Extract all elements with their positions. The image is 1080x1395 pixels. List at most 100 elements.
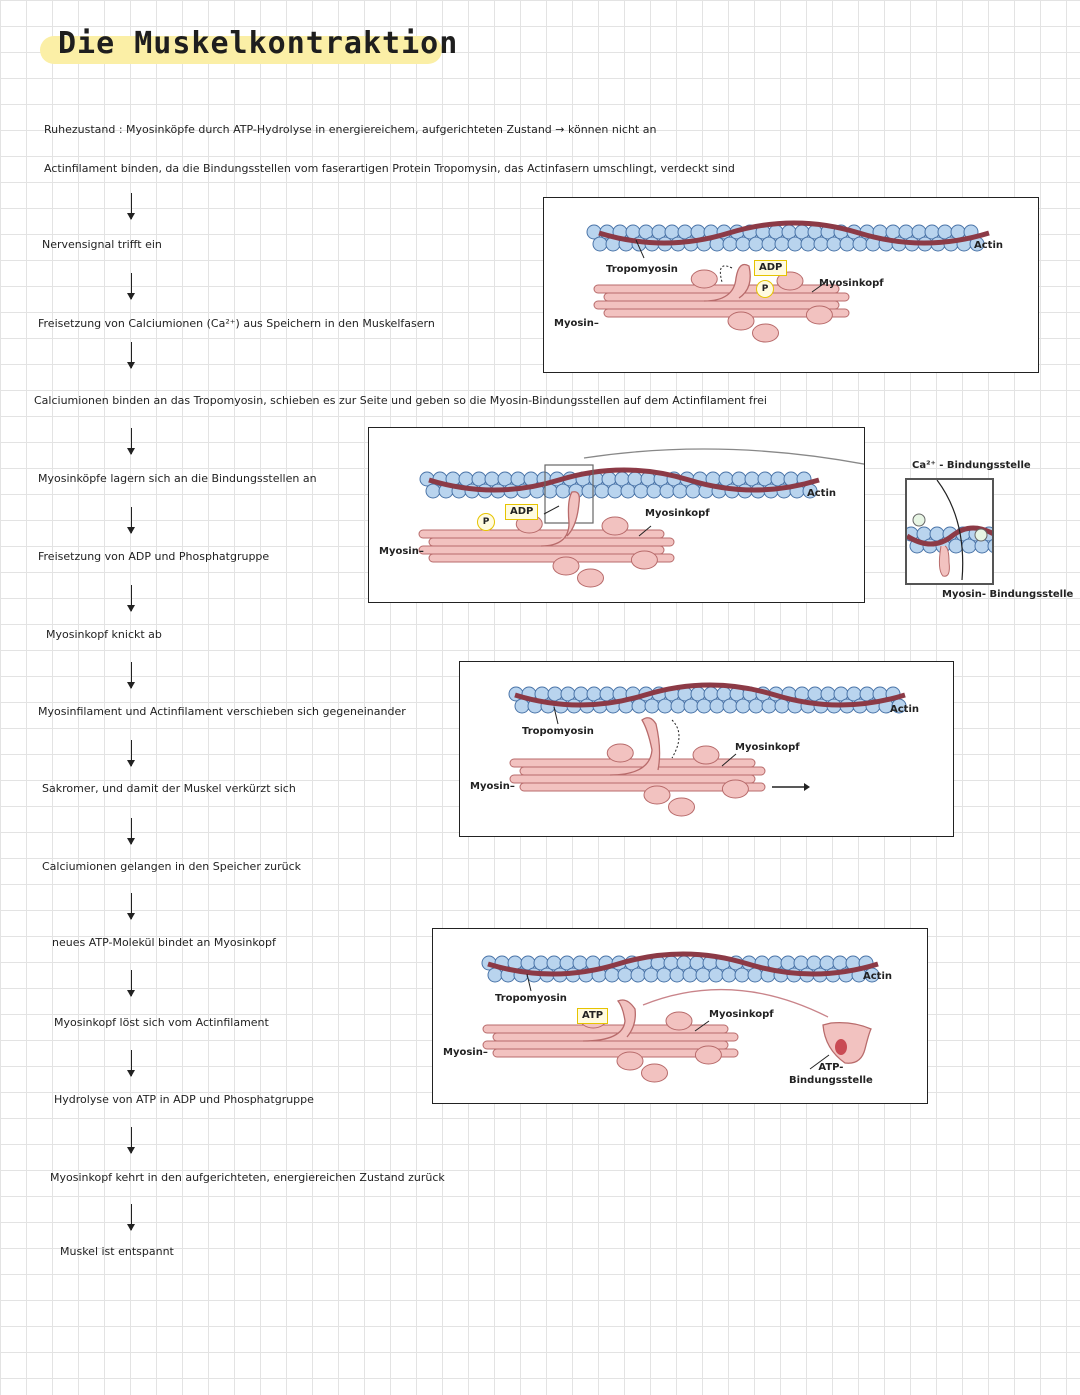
label-myosinkopf: Myosinkopf xyxy=(735,742,800,753)
step-aufgerichtet: Myosinkopf kehrt in den aufgerichteten, … xyxy=(50,1171,445,1184)
pointer-line xyxy=(638,525,652,537)
myosin-head-small xyxy=(692,745,720,765)
myosin-strand xyxy=(519,782,766,792)
panel-atp-release: Actin Tropomyosin ATP Myosinkopf Myosin–… xyxy=(432,928,928,1104)
step-verschieben: Myosinfilament und Actinfilament verschi… xyxy=(38,705,406,718)
label-actin: Actin xyxy=(807,488,836,499)
flow-arrow xyxy=(127,818,135,845)
atp-binding-site xyxy=(835,1039,847,1055)
label-actin: Actin xyxy=(974,240,1003,251)
pointer-line xyxy=(809,1054,830,1070)
myosin-head-small xyxy=(690,269,718,289)
intro-line-2: Actinfilament binden, da die Bindungsste… xyxy=(44,162,735,175)
myosin-head-bound xyxy=(540,491,580,547)
label-myosinkopf: Myosinkopf xyxy=(645,508,710,519)
myosin-head-small xyxy=(721,779,749,799)
myosin-head-upright xyxy=(703,263,751,302)
myosin-head-small xyxy=(665,1011,693,1031)
label-ca-binding-site: Ca²⁺ - Bindungsstelle xyxy=(912,460,1031,471)
label-myosinkopf: Myosinkopf xyxy=(819,278,884,289)
panel-power-stroke: Actin Tropomyosin Myosinkopf Myosin– xyxy=(459,661,954,837)
diagram-power-stroke xyxy=(508,682,907,817)
myosin-strand xyxy=(593,300,840,310)
motion-arrow xyxy=(719,265,733,283)
myosin-strand xyxy=(593,284,840,294)
actin-filament xyxy=(586,224,985,252)
myosin-head-small xyxy=(752,323,779,343)
myosin-head-small xyxy=(727,311,755,331)
flow-arrow xyxy=(127,662,135,689)
flow-arrow xyxy=(127,507,135,534)
tropomyosin-strand xyxy=(487,951,879,977)
flow-arrow xyxy=(127,893,135,920)
myosin-head-small xyxy=(601,516,629,536)
motion-arrow xyxy=(671,719,680,759)
phosphate-badge: P xyxy=(477,513,495,531)
diagram-binding xyxy=(418,448,864,588)
flow-arrow xyxy=(127,1204,135,1231)
calcium-ion xyxy=(912,513,926,527)
myosin-strand xyxy=(509,758,756,768)
detail-arrow xyxy=(642,988,829,1018)
myosin-head-small xyxy=(668,797,695,817)
pointer-line xyxy=(543,505,560,515)
myosin-head-bent xyxy=(609,717,661,776)
step-calcium-freisetzung: Freisetzung von Calciumionen (Ca²⁺) aus … xyxy=(38,317,435,330)
myosin-strand xyxy=(482,1040,729,1050)
label-atp-binding-site: ATP- Bindungsstelle xyxy=(789,1062,873,1086)
myosin-head-small xyxy=(552,556,580,576)
label-tropomyosin: Tropomyosin xyxy=(522,726,594,737)
myosin-head-small xyxy=(805,305,833,325)
flow-arrow xyxy=(127,585,135,612)
myosin-head-small xyxy=(606,743,634,763)
label-myosinkopf: Myosinkopf xyxy=(709,1009,774,1020)
tropomyosin-strand xyxy=(598,220,990,246)
step-hydrolyse: Hydrolyse von ATP in ADP und Phosphatgru… xyxy=(54,1093,314,1106)
flow-arrow xyxy=(127,193,135,220)
flow-arrow xyxy=(127,273,135,300)
myosin-head-detail xyxy=(822,1021,872,1064)
myosin-head-small xyxy=(641,1063,668,1083)
adp-badge: ADP xyxy=(505,504,539,520)
step-calcium-zurueck: Calciumionen gelangen in den Speicher zu… xyxy=(42,860,301,873)
zoom-arrow xyxy=(583,448,864,465)
actin-filament xyxy=(508,686,907,714)
myosin-head-small xyxy=(694,1045,722,1065)
myosin-strand xyxy=(603,308,850,318)
flow-arrow xyxy=(127,342,135,369)
step-adp-freisetzung: Freisetzung von ADP und Phosphatgruppe xyxy=(38,550,270,563)
title-block: Die Muskelkontraktion xyxy=(40,26,459,64)
label-tropomyosin: Tropomyosin xyxy=(606,264,678,275)
pointer-line xyxy=(936,479,964,581)
pointer-line xyxy=(635,239,645,259)
intro-line-1: Ruhezustand : Myosinköpfe durch ATP-Hydr… xyxy=(44,123,657,136)
title-highlight xyxy=(40,36,442,64)
myosin-strand xyxy=(509,774,756,784)
phosphate-badge: P xyxy=(756,280,774,298)
step-myosin-anlagerung: Myosinköpfe lagern sich an die Bindungss… xyxy=(38,472,317,485)
step-verkuerzung: Sakromer, und damit der Muskel verkürzt … xyxy=(42,782,296,795)
step-atp-bindet: neues ATP-Molekül bindet an Myosinkopf xyxy=(52,936,276,949)
diagram-atp-release xyxy=(481,951,880,1083)
movement-arrow-head xyxy=(804,783,810,791)
zoom-inset xyxy=(903,478,1029,585)
label-actin: Actin xyxy=(863,971,892,982)
panel-binding: Actin P ADP Myosinkopf Myosin– xyxy=(368,427,865,603)
flow-arrow xyxy=(127,428,135,455)
tropomyosin-strand xyxy=(428,467,820,493)
myosin-head-small xyxy=(577,568,604,588)
step-loest-sich: Myosinkopf löst sich vom Actinfilament xyxy=(54,1016,269,1029)
atp-badge: ATP xyxy=(577,1008,609,1024)
step-entspannt: Muskel ist entspannt xyxy=(60,1245,174,1258)
myosin-head-small xyxy=(616,1051,644,1071)
myosin-head xyxy=(938,545,950,577)
step-nervensignal: Nervensignal trifft ein xyxy=(42,238,162,251)
step-knickt-ab: Myosinkopf knickt ab xyxy=(46,628,162,641)
diagram-zoom xyxy=(903,479,1029,581)
myosin-filament xyxy=(418,514,675,588)
flow-arrow xyxy=(127,1127,135,1154)
pointer-line xyxy=(811,281,827,293)
calcium-ion xyxy=(974,528,988,542)
page-title: Die Muskelkontraktion xyxy=(58,26,459,61)
myosin-head-small xyxy=(630,550,658,570)
